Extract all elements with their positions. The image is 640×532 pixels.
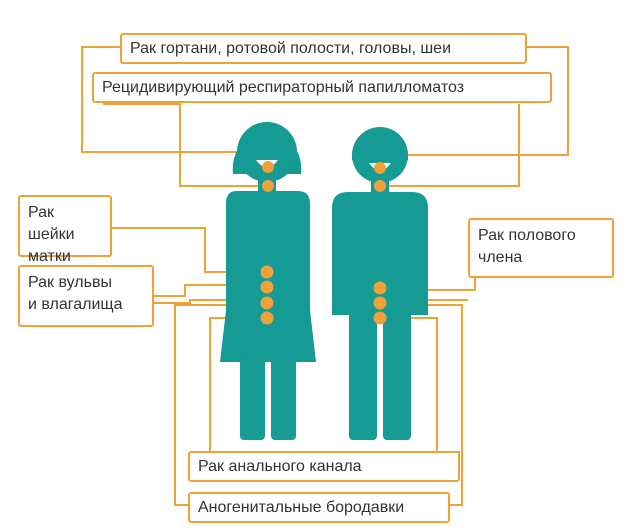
female-left-leg: [240, 358, 265, 440]
male-left-leg: [349, 312, 377, 440]
dot-vulvar-1: [260, 280, 274, 294]
dot-female-anal: [260, 311, 274, 325]
connector-vulvar-1: [152, 284, 265, 297]
marker-dots: [260, 161, 387, 325]
label-penile-cancer: Рак полового члена: [468, 218, 614, 278]
connector-warts-female: [174, 304, 265, 506]
connector-head-neck-male: [385, 46, 569, 156]
label-anal-cancer: Рак анального канала: [188, 451, 460, 482]
dot-male-anal: [373, 311, 387, 325]
label-cervical-cancer: Рак шейки матки: [18, 195, 112, 265]
male-figure: [332, 127, 428, 440]
male-head: [352, 127, 408, 183]
label-vulvar-vaginal-cancer: Рак вульвы и влагалища: [18, 265, 154, 327]
female-right-leg: [271, 358, 296, 440]
label-papillomatosis: Рецидивирующий респираторный папилломато…: [92, 72, 552, 103]
female-head: [237, 122, 297, 182]
dot-penile-2: [373, 296, 387, 310]
label-head-neck-cancer: Рак гортани, ротовой полости, головы, ше…: [120, 33, 527, 64]
label-anogenital-warts: Аногенитальные бородавки: [188, 492, 450, 523]
dot-vulvar-2: [260, 296, 274, 310]
male-right-leg: [383, 312, 411, 440]
dot-male-throat: [374, 180, 386, 192]
male-torso: [332, 192, 428, 315]
connector-head-neck-female: [81, 46, 270, 153]
dot-male-mouth: [374, 162, 386, 174]
dot-female-throat: [262, 180, 274, 192]
connector-papilloma-female: [103, 103, 265, 187]
connector-papilloma-male: [383, 104, 520, 187]
dot-penile-1: [373, 281, 387, 295]
dot-cervical: [260, 265, 274, 279]
dot-female-mouth: [262, 161, 274, 173]
